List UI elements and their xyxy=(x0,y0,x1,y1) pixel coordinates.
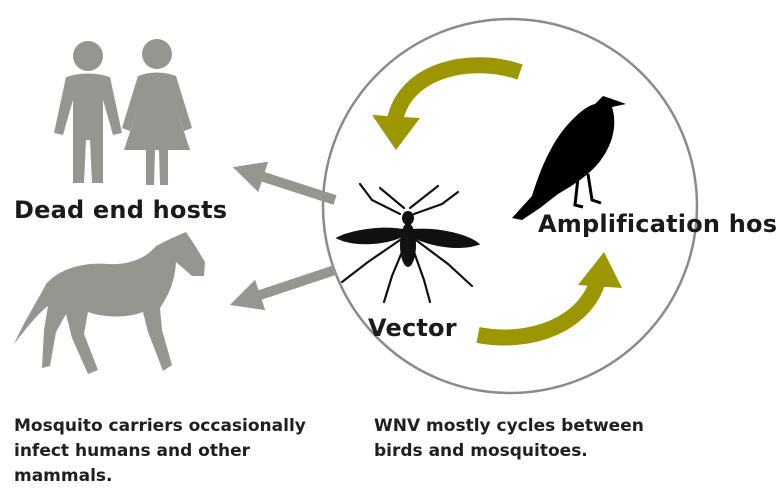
right-caption: WNV mostly cycles between birds and mosq… xyxy=(374,414,704,464)
left-caption: Mosquito carriers occasionally infect hu… xyxy=(14,414,344,489)
left-caption-line: mammals. xyxy=(14,464,344,489)
cycle-arrow-to-host xyxy=(478,252,622,338)
arrow-to-humans xyxy=(248,172,335,200)
amplification-host-label: Amplification host xyxy=(538,210,776,238)
mosquito-icon xyxy=(338,184,478,302)
arrow-to-horse xyxy=(245,270,335,300)
human-male-icon xyxy=(54,41,122,183)
left-caption-line: Mosquito carriers occasionally xyxy=(14,414,344,439)
dead-end-hosts-label: Dead end hosts xyxy=(14,196,227,224)
right-caption-line: WNV mostly cycles between xyxy=(374,414,704,439)
cycle-arrow-to-vector xyxy=(372,65,520,150)
bird-icon xyxy=(512,96,626,220)
right-caption-line: birds and mosquitoes. xyxy=(374,439,704,464)
horse-icon xyxy=(14,232,205,374)
left-caption-line: infect humans and other xyxy=(14,439,344,464)
vector-label: Vector xyxy=(368,314,457,342)
human-female-icon xyxy=(122,39,192,185)
